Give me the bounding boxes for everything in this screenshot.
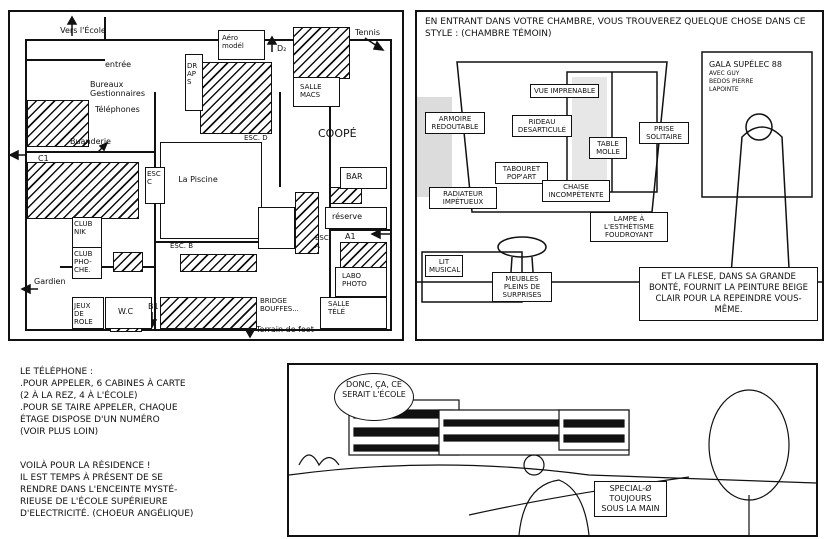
map-label-d2: D₂ (277, 44, 287, 53)
map-label-esc-a: ESC A (315, 234, 329, 250)
map-label-buanderie: Buanderie (70, 137, 111, 146)
map-label-draps: DRAPS (187, 62, 198, 86)
map-hatched-block (27, 100, 89, 147)
map-hatched-block (160, 297, 257, 329)
map-label-salle-tele: SALLE TÉLÉ (328, 300, 350, 316)
poster-subtitle: AVEC GUY BEDOS PIERRE LAPOINTE (709, 70, 754, 93)
map-label-gardien: Gardien (34, 277, 66, 286)
map-label-bridge: BRIDGE BOUFFES... (260, 297, 299, 313)
map-hatched-block (295, 192, 319, 254)
map-label-bureaux: Bureaux Gestionnaires (90, 80, 146, 98)
map-wc (105, 297, 152, 329)
map-esc-b-block (258, 207, 295, 249)
tag-armoire: ARMOIRE REDOUTABLE (425, 112, 485, 134)
residence-text: VOILÀ POUR LA RÉSIDENCE ! IL EST TEMPS À… (20, 461, 194, 519)
map-hatched-block (27, 162, 139, 219)
map-salle-macs (293, 77, 340, 107)
map-hatched-block (180, 254, 257, 272)
map-hatched-block (113, 252, 143, 272)
tag-lampe: LAMPE À L'ESTHÉTISME FOUDROYANT (590, 212, 668, 242)
map-label-jeux: JEUX DE ROLE (74, 302, 93, 326)
map-label-vers-ecole: Vers l'École (60, 26, 106, 35)
map-labo-photo (335, 267, 387, 297)
tag-radiateur: RADIATEUR IMPÉTUEUX (429, 187, 497, 209)
school-panel: DONC, ÇA, CE SERAIT L'ÉCOLE SPECIAL-Ø TO… (287, 363, 818, 537)
map-label-wc: W.C (118, 307, 134, 316)
poster-title: GALA SUPÉLEC 88 (709, 60, 782, 69)
tag-chaise: CHAISE INCOMPÉTENTE (542, 180, 610, 202)
map-label-tennis: Tennis (355, 28, 380, 37)
map-label-esc-c: ESC C (147, 170, 161, 186)
poster: GALA SUPÉLEC 88 AVEC GUY BEDOS PIERRE LA… (709, 60, 804, 120)
tag-lit: LIT MUSICAL (425, 255, 463, 277)
map-reserve (325, 207, 387, 229)
map-label-club-nik: CLUB NIK (74, 220, 93, 236)
map-hatched-block (293, 27, 350, 79)
map-label-c1: C1 (38, 154, 49, 163)
tag-table: TABLE MOLLE (589, 137, 627, 159)
map-jeux (72, 297, 104, 329)
map-label-salle-macs: SALLE MACS (300, 83, 322, 99)
map-hatched-block (200, 62, 272, 134)
map-label-terrain: Terrain de foot (256, 325, 314, 334)
map-walls (10, 15, 392, 339)
map-aero (218, 30, 265, 60)
camera-tag: SPECIAL-Ø TOUJOURS SOUS LA MAIN (594, 481, 667, 517)
map-piscine (160, 142, 262, 239)
map-label-bar: BAR (346, 172, 363, 181)
map-label-telephones: Téléphones (95, 105, 140, 114)
map-label-coope: COOPÉ (318, 127, 357, 140)
map-bar (340, 167, 387, 189)
map-club-photo (72, 247, 102, 279)
map-panel: Vers l'École Aéro modél D₂ Tennis entrée… (8, 10, 404, 341)
tag-prise: PRISE SOLITAIRE (639, 122, 689, 144)
room-panel: EN ENTRANT DANS VOTRE CHAMBRE, VOUS TROU… (415, 10, 824, 341)
map-label-reserve: réserve (332, 212, 363, 221)
tag-rideau: RIDEAU DESARTICULÉ (512, 115, 572, 137)
tag-meubles: MEUBLES PLEINS DE SURPRISES (492, 272, 552, 302)
map-salle-tele (320, 297, 387, 329)
map-label-club-photo: CLUB PHO-CHE. (74, 250, 93, 274)
map-label-labo-photo: LABO PHOTO (342, 272, 367, 288)
map-label-a1: A1 (345, 232, 356, 241)
telephone-text: LE TÉLÉPHONE : .POUR APPELER, 6 CABINES … (20, 367, 186, 437)
map-label-b1: B1 (148, 302, 159, 311)
map-label-aero: Aéro modél (222, 34, 244, 50)
map-hatched-block (330, 187, 362, 204)
school-speech-bubble: DONC, ÇA, CE SERAIT L'ÉCOLE (334, 373, 414, 421)
map-label-entree: entrée (105, 60, 132, 69)
map-draps (185, 54, 203, 111)
map-esc-c (145, 167, 165, 204)
map-label-esc-b: ESC. B (170, 242, 194, 250)
room-caption: ET LA FLESE, DANS SA GRANDE BONTÉ, FOURN… (639, 267, 818, 321)
map-label-esc-d: ESC. D (244, 134, 268, 142)
tag-vue-imprenable: VUE IMPRENABLE (530, 84, 600, 98)
map-label-piscine: La Piscine (178, 175, 218, 184)
tag-tabouret: TABOURET POP'ART (495, 162, 548, 184)
room-header: EN ENTRANT DANS VOTRE CHAMBRE, VOUS TROU… (425, 17, 806, 39)
